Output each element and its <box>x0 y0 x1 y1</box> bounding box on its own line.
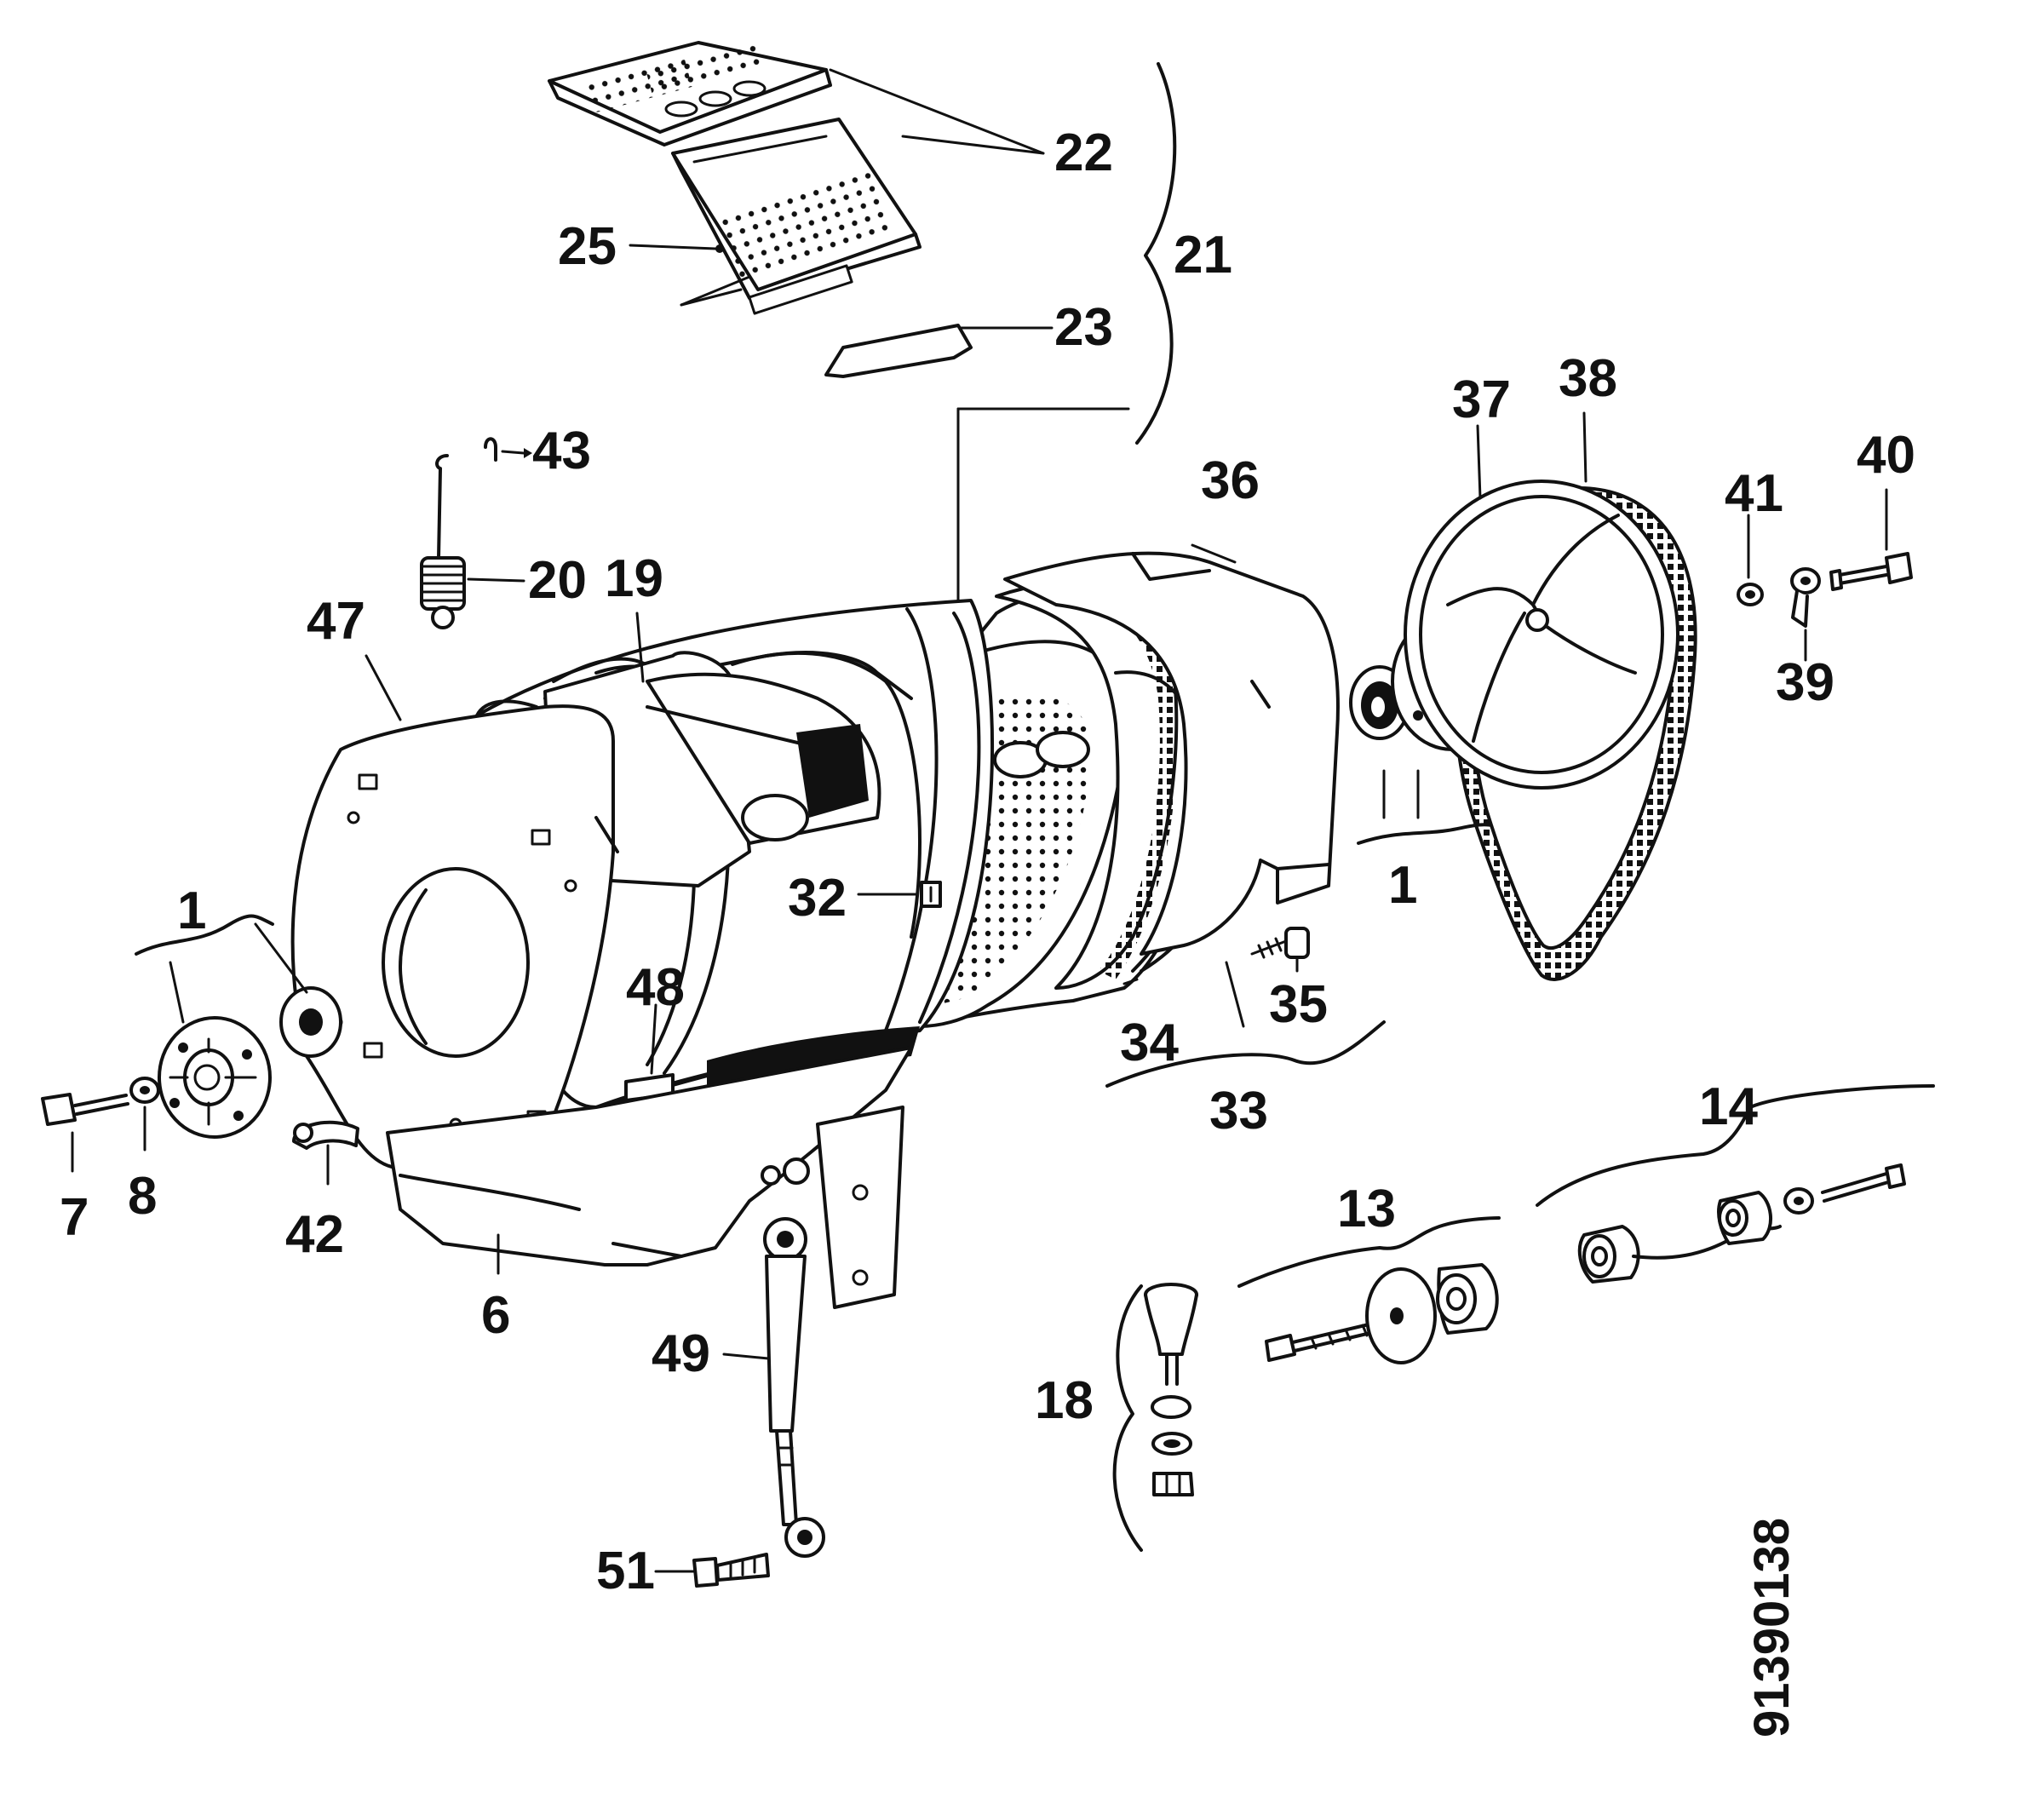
label-37: 37 <box>1452 370 1511 429</box>
label-7: 7 <box>60 1188 89 1247</box>
bolt-40-part <box>1829 488 1913 591</box>
leader-36 <box>1191 543 1237 564</box>
leader-19 <box>635 612 645 683</box>
label-25: 25 <box>558 217 617 276</box>
label-1-right: 1 <box>1388 856 1417 915</box>
brace-14 <box>1536 1084 1935 1207</box>
label-36: 36 <box>1201 451 1260 510</box>
label-6: 6 <box>481 1286 510 1345</box>
damper-14-part <box>1577 1163 1906 1284</box>
label-23: 23 <box>1054 298 1113 357</box>
label-43: 43 <box>532 422 591 480</box>
lifter-rib-part <box>824 324 973 378</box>
tub-front-panel <box>290 704 619 1177</box>
brace-18 <box>1112 1284 1143 1552</box>
label-51: 51 <box>596 1542 655 1600</box>
label-34: 34 <box>1120 1014 1179 1072</box>
label-40: 40 <box>1857 426 1915 485</box>
label-42: 42 <box>285 1205 344 1264</box>
label-32: 32 <box>788 869 847 928</box>
label-21: 21 <box>1174 226 1232 284</box>
bolt-part <box>41 1093 129 1173</box>
label-48: 48 <box>626 958 685 1017</box>
brace-13 <box>1237 1216 1501 1288</box>
label-1-left: 1 <box>177 882 206 940</box>
drawing-code: 91390138 <box>1744 1518 1800 1737</box>
label-49: 49 <box>652 1324 710 1383</box>
tub-base-part <box>386 1046 913 1309</box>
lifter-cover-part <box>548 37 832 146</box>
lifter-blade-part <box>671 118 922 315</box>
damper-13-part <box>1265 1263 1499 1364</box>
bearing-flange-left <box>158 922 342 1139</box>
clip-part <box>292 1120 359 1186</box>
label-8: 8 <box>128 1167 157 1226</box>
brace-33 <box>1105 1020 1386 1088</box>
leader-37 <box>1476 424 1482 500</box>
label-33: 33 <box>1209 1082 1268 1140</box>
brace-21 <box>1135 62 1177 445</box>
hook-part <box>484 437 532 462</box>
label-14: 14 <box>1699 1077 1758 1136</box>
brace-1-right <box>1357 823 1496 845</box>
lock-tab-part <box>1790 567 1821 662</box>
label-41: 41 <box>1725 464 1783 523</box>
pin-part <box>654 1553 770 1588</box>
label-20: 20 <box>528 551 587 610</box>
label-38: 38 <box>1559 349 1617 408</box>
leader-38 <box>1582 411 1588 483</box>
spring-part <box>420 454 525 629</box>
lifter-leaders <box>629 68 1054 330</box>
leader-47 <box>365 654 402 721</box>
label-19: 19 <box>605 549 663 608</box>
label-13: 13 <box>1337 1180 1396 1238</box>
label-47: 47 <box>307 592 365 651</box>
label-39: 39 <box>1776 653 1834 712</box>
foot-part <box>1144 1283 1198 1496</box>
washer-part <box>129 1077 160 1152</box>
pulley-belt-part <box>1404 480 1697 981</box>
screw-part <box>1250 927 1310 973</box>
shock-absorber-part <box>722 1217 825 1558</box>
label-18: 18 <box>1035 1371 1094 1430</box>
label-35: 35 <box>1269 975 1328 1034</box>
tub-rear-shell <box>1003 551 1340 956</box>
brace-1-left <box>135 914 274 956</box>
washer-41-part <box>1737 514 1764 606</box>
label-22: 22 <box>1054 123 1113 182</box>
